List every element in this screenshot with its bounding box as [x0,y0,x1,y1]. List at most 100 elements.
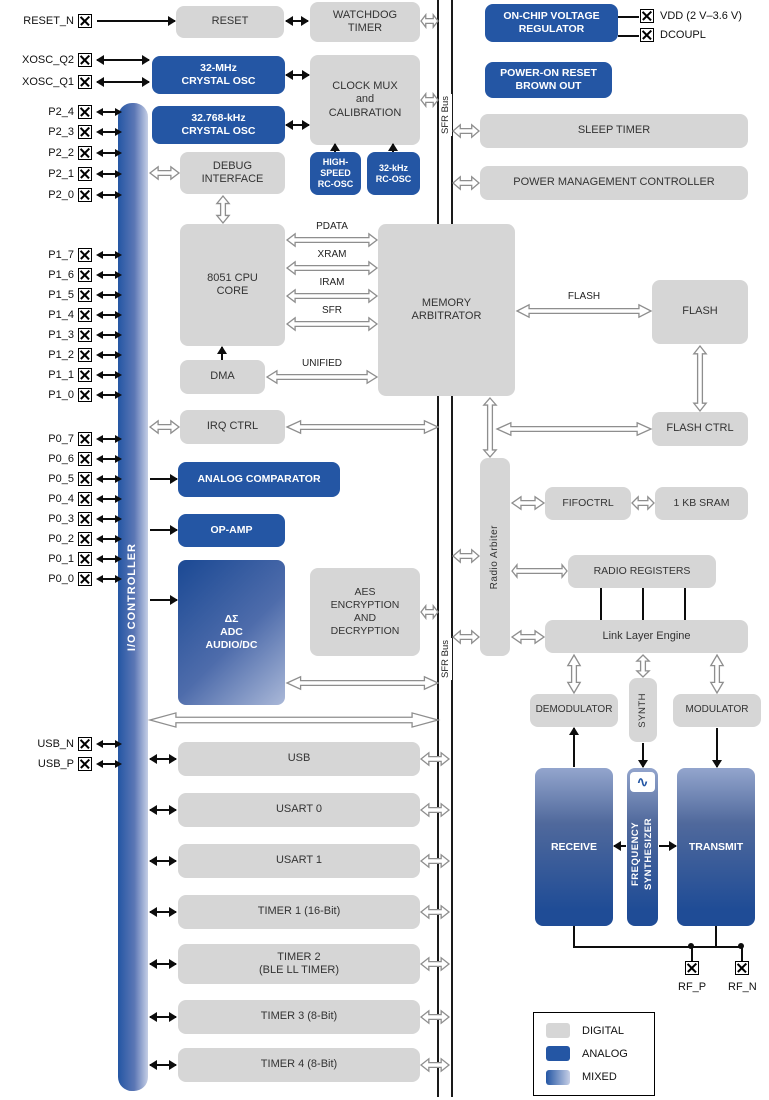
legend-label: ANALOG [582,1047,628,1060]
pad-icon [78,492,92,506]
pin-usb-n: USB_N [6,737,136,751]
block-modulator: MODULATOR [673,694,761,727]
pin-label: P0_1 [48,553,74,565]
rfp-pin-label: RF_P [678,981,707,993]
pin-p2-0: P2_0 [6,188,136,202]
dma-memarb-unified-arrow [266,370,378,384]
pad-icon [78,268,92,282]
resetn-reset-arrow [97,16,176,26]
block-32khz-rcosc: 32-kHz RC-OSC [367,152,420,195]
radioarbiter-fifoctrl-arrow [511,496,545,510]
modulator-transmit-arrow [712,728,722,768]
pin-xosc-q2: XOSC_Q2 [6,53,136,67]
block-link-layer-engine: Link Layer Engine [545,620,748,653]
pdata-bus-label: PDATA [316,221,348,232]
block-synth: SYNTH [629,678,657,742]
lle-synth-arrow [636,654,650,678]
rfn-wire [741,946,743,962]
sine-wave-icon: ∿ [630,772,655,792]
bidir-arrow-icon [96,434,122,443]
synth-label: SYNTH [637,692,649,728]
hsrcosc-clockmux-arrow [330,143,340,152]
receive-demodulator-arrow [569,727,579,767]
pin-label: P0_0 [48,573,74,585]
block-flash: FLASH [652,280,748,344]
iocontroller-usart1-arrow [149,856,177,866]
cpu-memarb-xram-arrow [286,261,378,275]
block-usart0: USART 0 [178,793,420,827]
pin-label: P1_4 [48,309,74,321]
xram-bus-label: XRAM [317,249,347,260]
block-reset: RESET [176,6,284,38]
block-clock-mux: CLOCK MUX and CALIBRATION [310,55,420,145]
block-aes: AES ENCRYPTION AND DECRYPTION [310,568,420,656]
block-demodulator: DEMODULATOR [530,694,618,727]
aes-sfrbus-arrow [420,605,439,619]
iocontroller-timer2-arrow [149,959,177,969]
pad-icon [78,288,92,302]
timer1-sfrbus-arrow [420,905,450,919]
legend-label: MIXED [582,1071,617,1084]
flash-flashctrl-arrow [693,345,707,412]
legend-item-mixed: MIXED [546,1069,642,1085]
block-timer2: TIMER 2 (BLE LL TIMER) [178,944,420,984]
dma-cpu-arrow [217,346,227,360]
pin-label: P2_3 [48,126,74,138]
analog-swatch [546,1046,570,1062]
pad-icon [78,14,92,28]
bidir-arrow-icon [96,330,122,339]
block-adc-audio-dc: ΔΣ ADC AUDIO/DC [178,560,285,705]
junction-dot [738,943,744,949]
pad-icon [735,961,749,975]
radioregs-lle-wire [684,588,686,620]
radioarbiter-lle-arrow [511,630,545,644]
watchdog-sfrbus-arrow [420,14,439,28]
sfrbus-radioarbiter-arrow [452,549,480,563]
osc32m-clockmux-arrow [285,70,310,80]
bidir-arrow-icon [96,270,122,279]
reset-watchdog-arrow [285,16,309,26]
pin-label: P1_0 [48,389,74,401]
legend-label: DIGITAL [582,1024,624,1037]
block-32mhz-crystal-osc: 32-MHz CRYSTAL OSC [152,56,285,94]
dcoupl-pin-label: DCOUPL [660,29,706,41]
pin-label: P0_7 [48,433,74,445]
pin-label: P1_5 [48,289,74,301]
bidir-arrow-icon [96,474,122,483]
receive-rf-wire [573,926,575,947]
xoscq1-osc-arrow [96,77,150,87]
bidir-arrow-icon [96,390,122,399]
iocontroller-timer3-arrow [149,1012,177,1022]
radioregs-lle-wire [642,588,644,620]
junction-dot [688,943,694,949]
block-watchdog-timer: WATCHDOG TIMER [310,2,420,42]
block-receive: RECEIVE [535,768,613,926]
pad-icon [78,737,92,751]
pin-p1-0: P1_0 [6,388,136,402]
rfn-pin-label: RF_N [728,981,757,993]
block-power-management-controller: POWER MANAGEMENT CONTROLLER [480,166,748,200]
block-io-controller: I/O CONTROLLER [118,103,148,1091]
pad-icon [78,125,92,139]
cpu-memarb-sfr-arrow [286,317,378,331]
block-timer3: TIMER 3 (8-Bit) [178,1000,420,1034]
pin-label: P2_4 [48,106,74,118]
xoscq2-osc-arrow [96,55,150,65]
bidir-arrow-icon [96,310,122,319]
iocontroller-timer1-arrow [149,907,177,917]
pin-p1-5: P1_5 [6,288,136,302]
memarb-flash-arrow [516,303,652,319]
iocontroller-timer4-arrow [149,1060,177,1070]
bidir-arrow-icon [96,494,122,503]
legend-item-digital: DIGITAL [546,1023,642,1039]
pin-p0-1: P0_1 [6,552,136,566]
usb-sfrbus-arrow [420,752,450,766]
rcosc32k-clockmux-arrow [388,143,398,152]
pin-label: P2_0 [48,189,74,201]
pin-p2-3: P2_3 [6,125,136,139]
block-dma: DMA [180,360,265,394]
pin-p0-3: P0_3 [6,512,136,526]
pin-p1-7: P1_7 [6,248,136,262]
block-memory-arbitrator: MEMORY ARBITRATOR [378,224,515,396]
block-debug-interface: DEBUG INTERFACE [180,152,285,194]
